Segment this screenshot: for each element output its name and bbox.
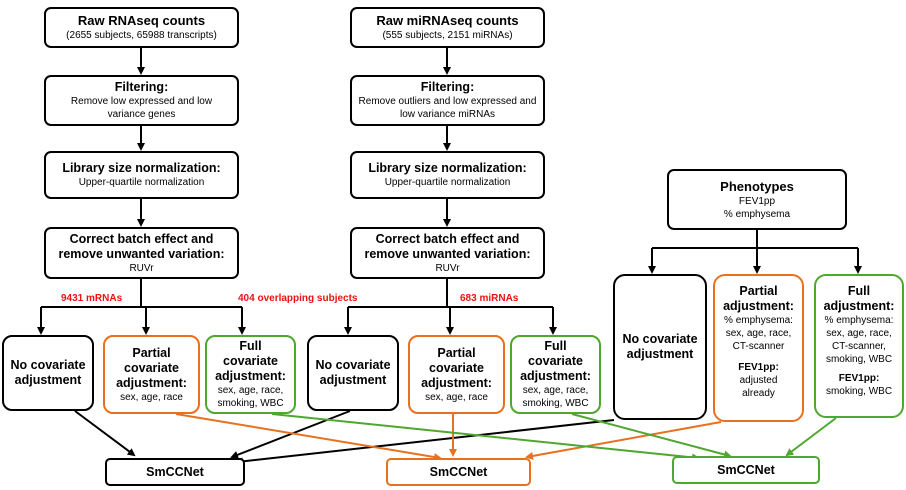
mirna-partial-adj-box: Partial covariate adjustment: sex, age, … — [408, 335, 505, 414]
mirna-raw-box: Raw miRNAseq counts (555 subjects, 2151 … — [350, 7, 545, 48]
rna-raw-box: Raw RNAseq counts (2655 subjects, 65988 … — [44, 7, 239, 48]
mirna-raw-title: Raw miRNAseq counts — [376, 13, 519, 28]
rna-norm-box: Library size normalization: Upper-quarti… — [44, 151, 239, 199]
pheno-partial-adj-sub1: % emphysema: sex, age, race, CT-scanner — [724, 315, 793, 352]
mirna-full-adj-box: Full covariate adjustment: sex, age, rac… — [510, 335, 601, 414]
arrow-rna-partial-smccnet — [175, 413, 442, 461]
pheno-partial-fev-sub: adjusted already — [739, 375, 778, 399]
arrow-rna-no-smccnet — [74, 410, 136, 457]
mirna-norm-title: Library size normalization: — [368, 161, 527, 175]
mirna-full-adj-sub: sex, age, race, smoking, WBC — [522, 385, 589, 409]
mirna-batch-title: Correct batch effect and remove unwanted… — [364, 231, 531, 261]
smccnet-box-black: SmCCNet — [105, 458, 245, 486]
arrow-mirna-full-smccnet — [571, 413, 732, 459]
pheno-box: Phenotypes FEV1pp % emphysema — [667, 169, 847, 230]
pheno-full-adj-title: Full adjustment: — [823, 284, 895, 313]
rna-partial-adj-title: Partial covariate adjustment: — [116, 345, 187, 390]
rna-raw-sub: (2655 subjects, 65988 transcripts) — [66, 30, 217, 41]
smccnet-label: SmCCNet — [429, 464, 488, 479]
arrow-rna-full-smccnet — [271, 413, 700, 462]
pheno-title: Phenotypes — [720, 178, 794, 194]
mirna-filter-title: Filtering: — [420, 80, 475, 94]
rna-partial-adj-sub: sex, age, race — [120, 391, 183, 403]
rna-norm-sub: Upper-quartile normalization — [78, 177, 205, 188]
mirna-count-label: 683 miRNAs — [460, 293, 519, 304]
rna-batch-sub: RUVr — [129, 262, 154, 274]
overlap-label: 404 overlapping subjects — [238, 293, 358, 304]
mirna-filter-box: Filtering: Remove outliers and low expre… — [350, 75, 545, 126]
rna-no-adj-box: No covariate adjustment — [2, 335, 94, 411]
pheno-line2: % emphysema — [723, 208, 791, 220]
smccnet-box-orange: SmCCNet — [386, 458, 531, 486]
smccnet-label: SmCCNet — [717, 462, 775, 477]
mirna-filter-sub: Remove outliers and low expressed and lo… — [358, 96, 537, 120]
rna-filter-box: Filtering: Remove low expressed and low … — [44, 75, 239, 126]
mirna-norm-sub: Upper-quartile normalization — [384, 177, 511, 188]
mirna-batch-sub: RUVr — [435, 262, 460, 274]
rna-no-adj-label: No covariate adjustment — [10, 358, 86, 387]
mirna-full-adj-title: Full covariate adjustment: — [520, 339, 591, 383]
rna-full-adj-title: Full covariate adjustment: — [215, 339, 286, 383]
rna-filter-sub: Remove low expressed and low variance ge… — [70, 96, 213, 120]
smccnet-label: SmCCNet — [146, 464, 204, 479]
mirna-no-adj-label: No covariate adjustment — [315, 358, 391, 387]
rna-norm-title: Library size normalization: — [62, 161, 221, 175]
pheno-full-adj-sub1: % emphysema: sex, age, race, CT-scanner,… — [824, 315, 894, 365]
smccnet-box-green: SmCCNet — [672, 456, 820, 484]
pheno-full-adj-box: Full adjustment: % emphysema: sex, age, … — [814, 274, 904, 418]
rna-filter-title: Filtering: — [114, 80, 169, 94]
arrow-pheno-full-smccnet — [785, 417, 837, 457]
arrow-pheno-partial-smccnet — [525, 421, 722, 460]
pheno-partial-fev-title: FEV1pp: — [738, 362, 779, 373]
rna-full-adj-sub: sex, age, race, smoking, WBC — [217, 385, 284, 409]
rna-raw-title: Raw RNAseq counts — [77, 13, 206, 28]
mirna-partial-adj-sub: sex, age, race — [425, 391, 488, 403]
pheno-line1: FEV1pp — [738, 195, 776, 207]
rna-count-label: 9431 mRNAs — [61, 293, 123, 304]
pheno-no-adj-box: No covariate adjustment — [613, 274, 707, 420]
pheno-full-fev-title: FEV1pp: — [838, 373, 880, 384]
rna-batch-box: Correct batch effect and remove unwanted… — [44, 227, 239, 279]
mirna-raw-sub: (555 subjects, 2151 miRNAs) — [382, 30, 513, 41]
arrow-pheno-no-smccnet — [235, 419, 615, 466]
rna-batch-title: Correct batch effect and remove unwanted… — [58, 231, 225, 261]
rna-partial-adj-box: Partial covariate adjustment: sex, age, … — [103, 335, 200, 414]
mirna-no-adj-box: No covariate adjustment — [307, 335, 399, 411]
rna-full-adj-box: Full covariate adjustment: sex, age, rac… — [205, 335, 296, 414]
mirna-partial-adj-title: Partial covariate adjustment: — [421, 345, 492, 390]
pheno-full-fev-sub: smoking, WBC — [825, 386, 893, 397]
mirna-batch-box: Correct batch effect and remove unwanted… — [350, 227, 545, 279]
mirna-norm-box: Library size normalization: Upper-quarti… — [350, 151, 545, 199]
pheno-partial-adj-title: Partial adjustment: — [723, 284, 794, 313]
pheno-no-adj-label: No covariate adjustment — [622, 332, 698, 361]
pheno-partial-adj-box: Partial adjustment: % emphysema: sex, ag… — [713, 274, 804, 422]
